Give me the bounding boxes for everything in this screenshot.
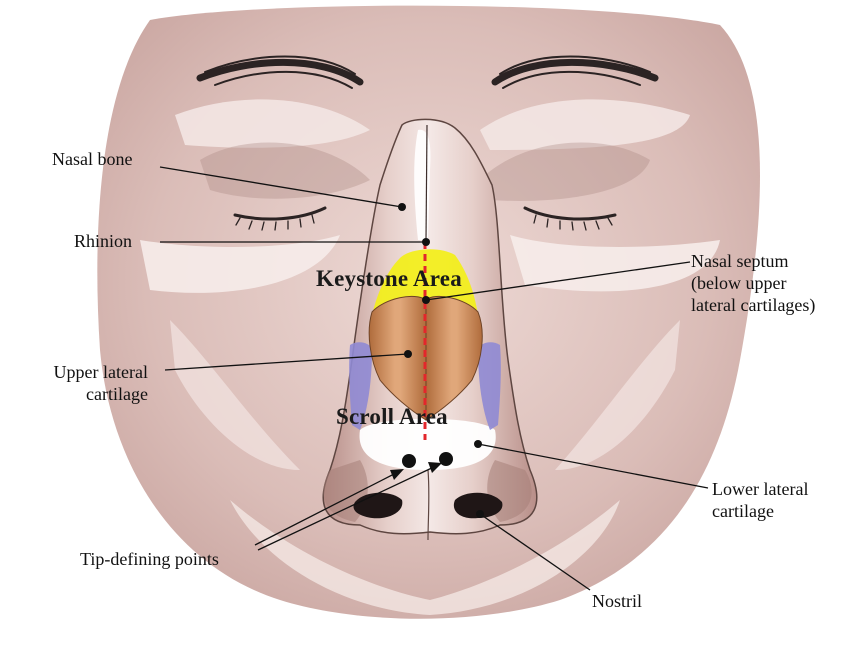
upper-lateral-cartilage-label: Upper lateral cartilage bbox=[53, 362, 148, 404]
lower-lateral-cartilage-label: Lower lateral cartilage bbox=[712, 479, 809, 521]
eyebrows bbox=[196, 55, 659, 89]
scroll-area-label: Scroll Area bbox=[336, 404, 448, 429]
rhinion-point bbox=[422, 238, 430, 246]
rhinion-label: Rhinion bbox=[74, 231, 133, 251]
nasal-bone-label: Nasal bone bbox=[52, 149, 133, 169]
anatomical-points bbox=[398, 203, 484, 518]
leader-lines bbox=[159, 166, 709, 591]
nostril-point bbox=[476, 510, 484, 518]
tip-defining-points-label: Tip-defining points bbox=[80, 549, 219, 569]
lower-lateral-cartilage-shape bbox=[349, 342, 501, 430]
nasal-septum-label: Nasal septum (below upper lateral cartil… bbox=[691, 251, 816, 315]
tip-defining-point-right bbox=[439, 452, 453, 466]
closed-eyes bbox=[200, 142, 650, 231]
arrowheads bbox=[390, 462, 442, 480]
lower-lateral-cartilage-point bbox=[474, 440, 482, 448]
nostril-label: Nostril bbox=[592, 591, 643, 611]
nasal-bone-point bbox=[398, 203, 406, 211]
nasal-septum-point bbox=[422, 296, 430, 304]
keystone-area-label: Keystone Area bbox=[316, 266, 462, 291]
tip-defining-point-left bbox=[402, 454, 416, 468]
upper-lateral-cartilage-point bbox=[404, 350, 412, 358]
